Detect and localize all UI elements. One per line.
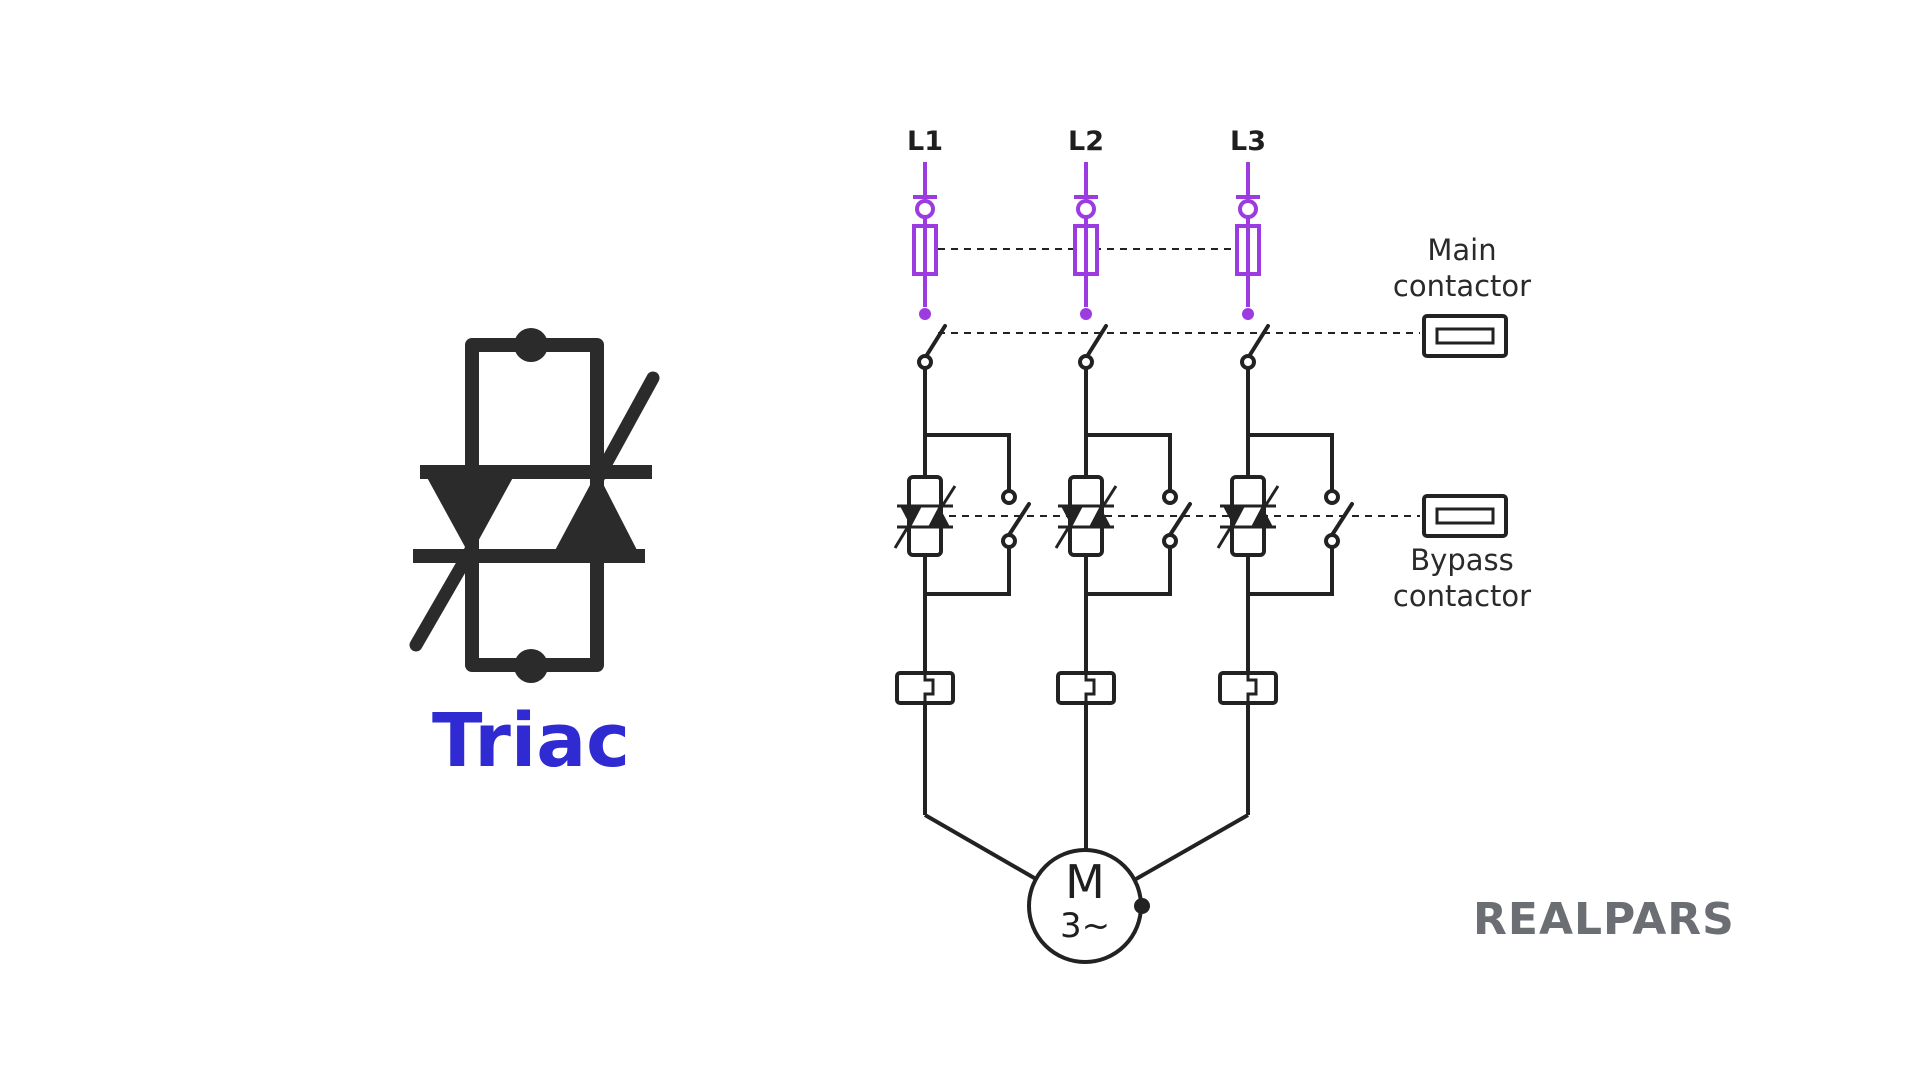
main-switch-blade [1084,324,1108,360]
phase-3: L3 [1216,126,1354,815]
overload-relay-element [923,673,935,703]
phase-label-l1: L1 [907,126,943,157]
fuse-terminal-bottom [1242,308,1254,320]
bypass-switch-blade [1007,502,1031,537]
triac-small-slash-lower [1054,524,1072,549]
triac-symbol [409,328,660,683]
triac-triangle-up [552,472,640,556]
bypass-switch-blade [1330,502,1354,537]
triac-small-triangle-up [928,506,950,527]
triac-triangle-down [424,472,516,556]
bypass-switch-terminal-top [1162,489,1178,505]
triac-small-slash-lower [1216,524,1234,549]
main-contactor-coil [1422,314,1508,358]
triac-small-triangle-down [1061,506,1083,527]
main-switch-blade [1246,324,1270,360]
bypass-contactor-label-line2: contactor [1393,579,1531,613]
main-switch-blade [923,324,947,360]
bypass-switch-terminal-bottom [1162,533,1178,549]
bypass-switch-terminal-top [1001,489,1017,505]
main-contactor-label-line1: Main [1427,233,1496,267]
bypass-branch-top [1248,433,1334,491]
phase-label-l2: L2 [1068,126,1104,157]
bypass-contactor-label-line1: Bypass [1410,543,1513,577]
overload-relay-element [1246,673,1258,703]
main-contactor-label-line2: contactor [1393,269,1531,303]
bypass-branch-top [1086,433,1172,491]
bypass-branch-top [925,433,1011,491]
triac-small-slash-upper [939,485,957,509]
main-switch-terminal [1078,354,1094,370]
bypass-switch-terminal-top [1324,489,1340,505]
motor-letter: M [1065,855,1105,909]
phase-label-l3: L3 [1230,126,1266,157]
triac-caption: Triac [432,698,630,784]
fuse-terminal-top [1238,199,1258,219]
triac-small-slash-upper [1262,485,1280,509]
bypass-contactor-coil-inner [1435,507,1495,525]
bypass-branch-bottom [1086,547,1172,596]
bypass-switch-blade [1168,502,1192,537]
bypass-contactor-coil [1422,494,1508,538]
motor-feed-l1 [924,813,1037,881]
triac-slash-upper [590,371,660,487]
main-switch-terminal [917,354,933,370]
phase-2: L2 [1054,126,1192,815]
main-contactor-coil-inner [1435,327,1495,345]
triac-small-triangle-up [1251,506,1273,527]
overload-relay-element [1084,673,1096,703]
bypass-switch-terminal-bottom [1001,533,1017,549]
motor-terminal-dot [1134,898,1150,914]
bypass-branch-bottom [1248,547,1334,596]
fuse-terminal-bottom [1080,308,1092,320]
main-switch-terminal [1240,354,1256,370]
fuse-terminal-bottom [919,308,931,320]
phase-1: L1 [893,126,1031,815]
triac-slash-lower [409,541,479,652]
bypass-switch-terminal-bottom [1324,533,1340,549]
triac-small-slash-lower [893,524,911,549]
triac-small-slash-upper [1100,485,1118,509]
fuse-terminal-top [1076,199,1096,219]
triac-small-triangle-down [1223,506,1245,527]
bypass-branch-bottom [925,547,1011,596]
triac-small-triangle-up [1089,506,1111,527]
triac-terminal-bottom [514,649,548,683]
fuse-terminal-top [915,199,935,219]
brand-logo: REALPARS [1473,894,1735,945]
motor-feed-l3 [1135,813,1249,881]
triac-terminal-top [514,328,548,362]
circuit: L1 L2 L3 [893,126,1508,881]
motor: M 3~ [1027,848,1150,964]
triac-small-triangle-down [900,506,922,527]
motor-phase-text: 3~ [1060,906,1110,946]
